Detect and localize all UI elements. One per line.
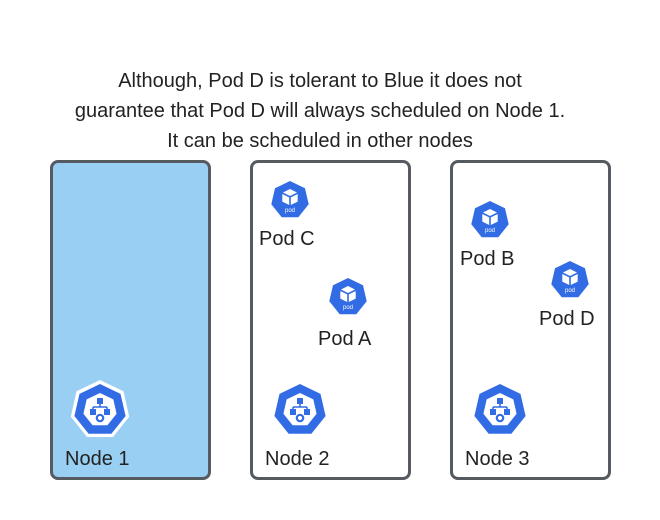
pod-c-label: Pod C	[259, 228, 315, 250]
pod-a-icon-text: pod	[343, 305, 353, 311]
node-1-icon	[68, 378, 132, 442]
node-1-label: Node 1	[65, 448, 130, 470]
pod-d-label: Pod D	[539, 308, 595, 330]
node-3-icon	[468, 378, 532, 442]
pod-d-icon: pod	[550, 260, 590, 300]
caption-line-1: Although, Pod D is tolerant to Blue it d…	[118, 70, 522, 92]
pod-b-label: Pod B	[460, 248, 515, 270]
node-2-label: Node 2	[265, 448, 330, 470]
node-1-box	[50, 160, 211, 480]
pod-b-icon: pod	[470, 200, 510, 240]
diagram-caption: Although, Pod D is tolerant to Blue it d…	[0, 66, 640, 156]
pod-d-icon-text: pod	[565, 288, 575, 294]
pod-a-label: Pod A	[318, 328, 372, 350]
node-2-box	[250, 160, 411, 480]
node-3-label: Node 3	[465, 448, 530, 470]
caption-line-3: It can be scheduled in other nodes	[167, 130, 473, 152]
node-2-icon	[268, 378, 332, 442]
pod-c-icon-text: pod	[285, 208, 295, 214]
caption-line-2: guarantee that Pod D will always schedul…	[74, 100, 566, 122]
pod-b-icon-text: pod	[485, 228, 495, 234]
pod-a-icon: pod	[328, 277, 368, 317]
pod-c-icon: pod	[270, 180, 310, 220]
